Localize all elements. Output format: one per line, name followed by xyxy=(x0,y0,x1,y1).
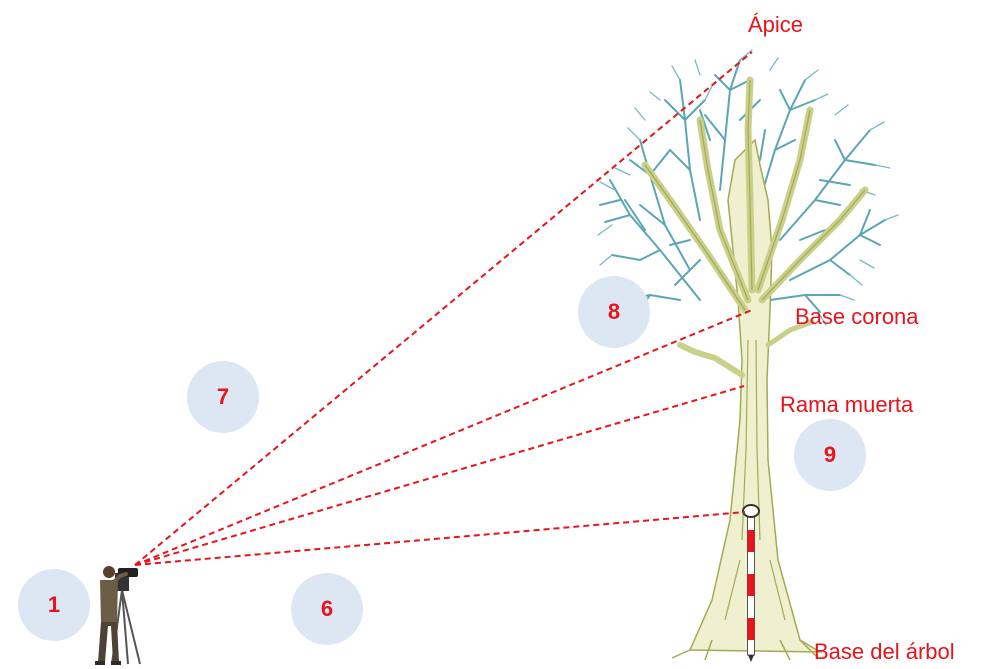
badge-9: 9 xyxy=(794,419,866,491)
badge-8: 8 xyxy=(578,276,650,348)
tree-trunk xyxy=(641,76,869,661)
badge-7-number: 7 xyxy=(216,384,230,409)
observer-figure xyxy=(95,566,141,665)
sight-lines xyxy=(134,51,753,566)
sight-line-crown-base xyxy=(134,309,753,566)
label-dead-branch: Rama muerta xyxy=(780,392,914,417)
label-crown-base: Base corona xyxy=(795,304,919,329)
badge-6-number: 6 xyxy=(320,596,334,621)
badge-9-number: 9 xyxy=(823,442,837,467)
sight-line-apex xyxy=(134,51,753,566)
badge-7: 7 xyxy=(187,361,259,433)
tree-crown xyxy=(597,49,899,326)
badge-8-number: 8 xyxy=(607,299,621,324)
measuring-pole xyxy=(742,504,760,662)
badge-6: 6 xyxy=(291,573,363,645)
label-tree-base: Base del árbol xyxy=(814,639,955,664)
sight-line-dead-branch xyxy=(134,385,745,566)
sight-line-pole xyxy=(134,511,746,566)
label-apex: Ápice xyxy=(748,12,804,37)
badge-1-number: 1 xyxy=(47,592,61,617)
badge-1: 1 xyxy=(18,569,90,641)
